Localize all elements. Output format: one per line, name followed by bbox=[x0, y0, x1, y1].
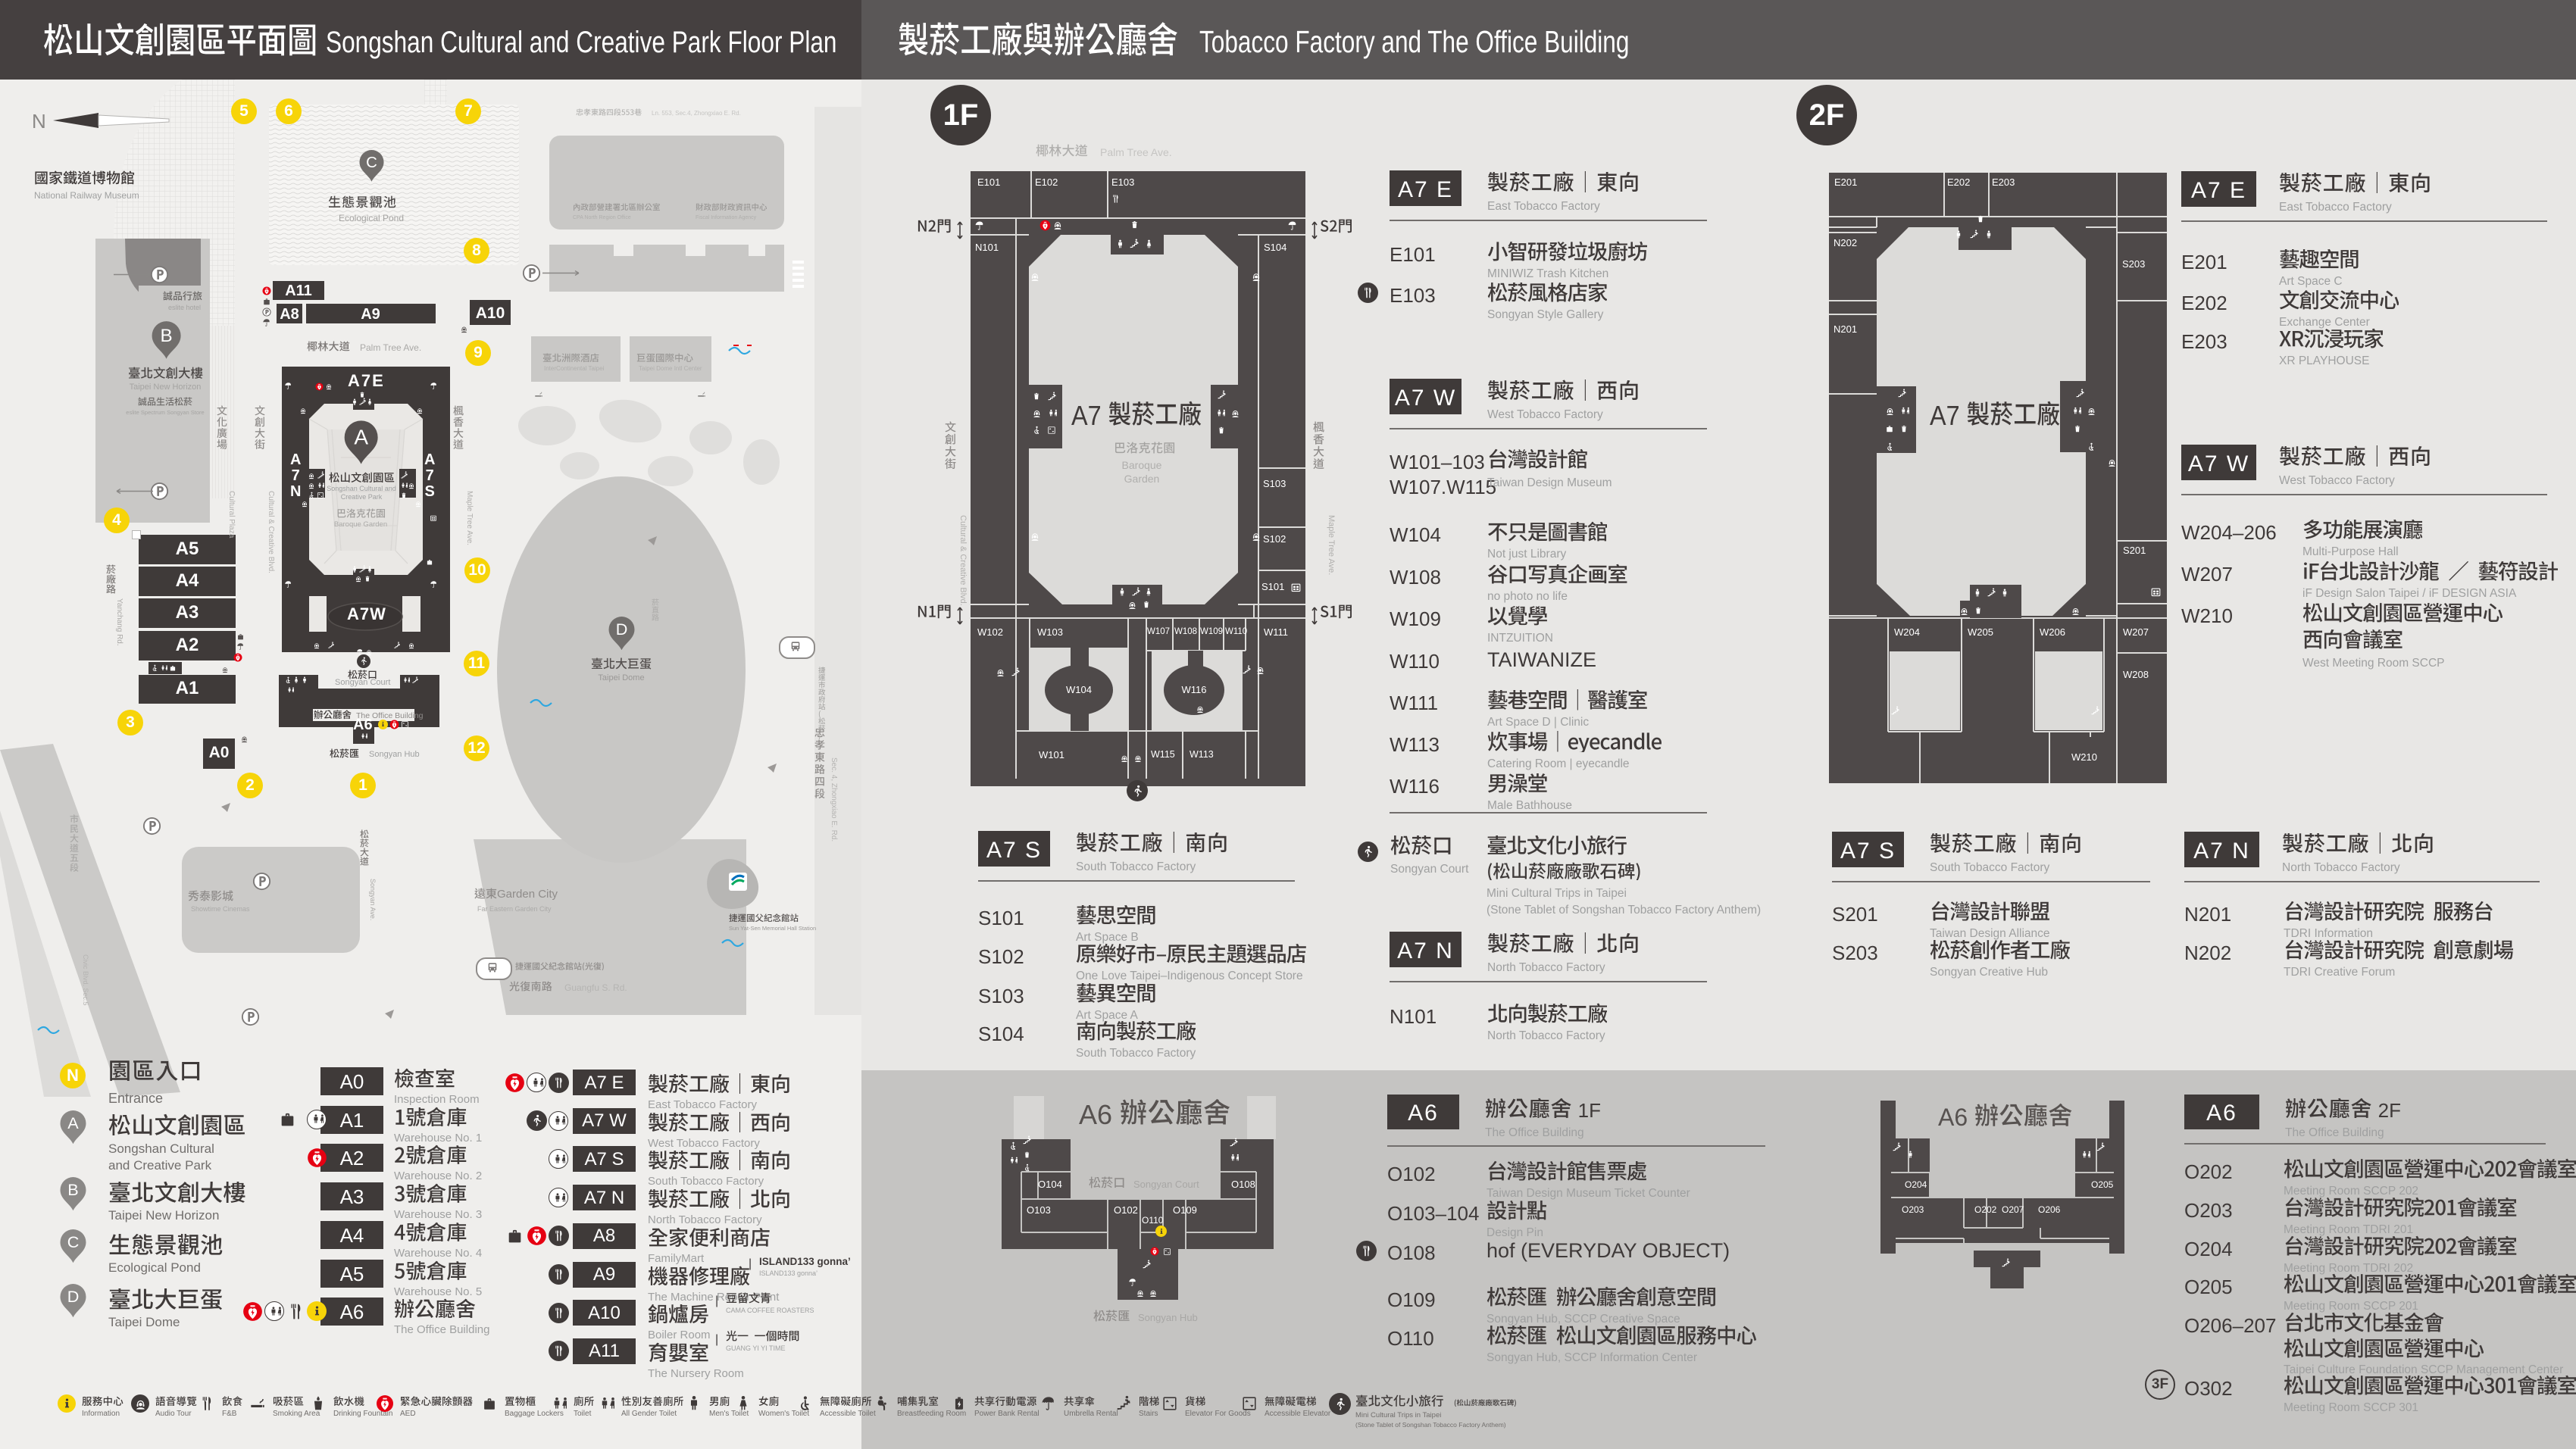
svg-text:B: B bbox=[161, 326, 173, 347]
svg-text:C: C bbox=[67, 1232, 79, 1251]
svg-text:A: A bbox=[355, 426, 369, 449]
svg-text:A: A bbox=[67, 1113, 79, 1132]
svg-text:B: B bbox=[67, 1180, 78, 1199]
svg-text:D: D bbox=[67, 1287, 79, 1306]
svg-text:C: C bbox=[366, 155, 377, 171]
svg-text:D: D bbox=[615, 620, 627, 639]
